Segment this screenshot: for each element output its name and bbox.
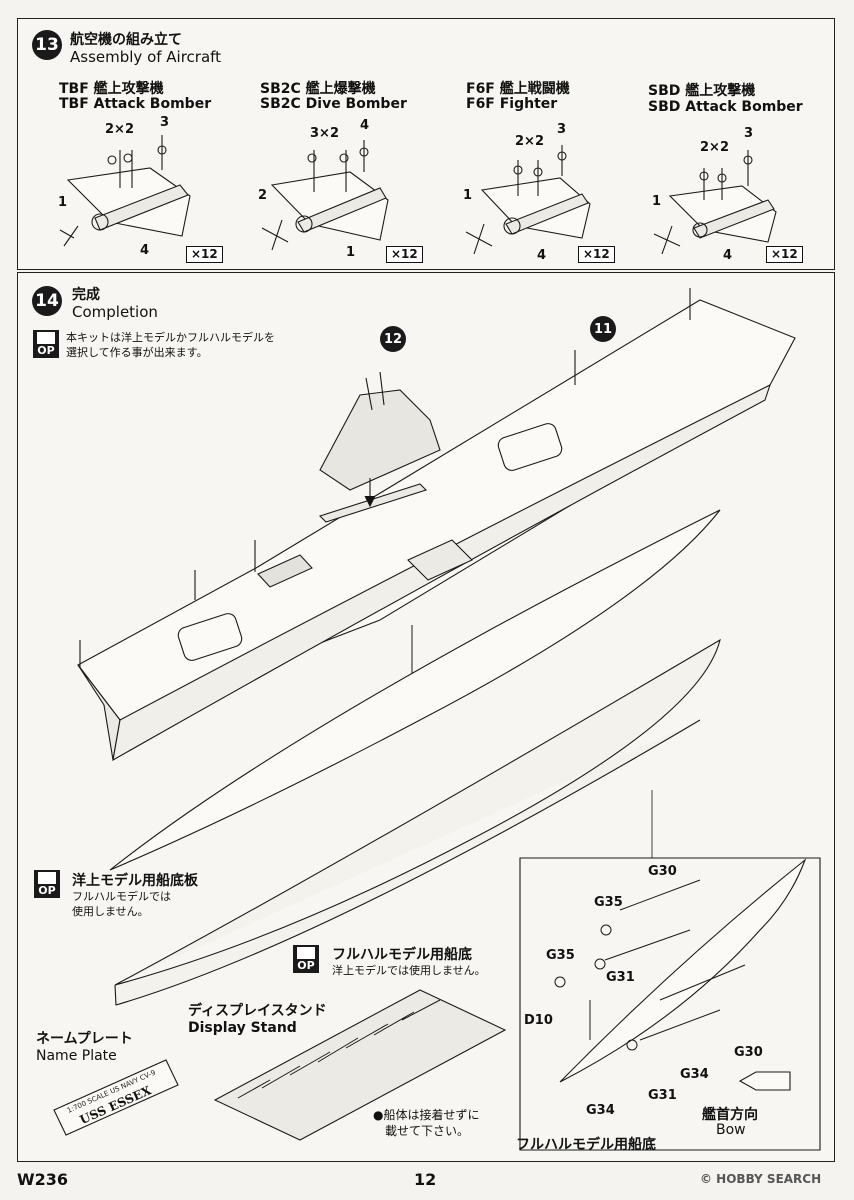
step13-title-jp: 航空機の組み立て bbox=[70, 32, 182, 48]
step13-number: 13 bbox=[32, 30, 62, 60]
aircraft-4-drawing bbox=[653, 150, 777, 255]
aircraft-2-qty: ×12 bbox=[386, 246, 423, 263]
inset-part-g34-right: G34 bbox=[680, 1067, 709, 1082]
aircraft-3-label-d: 4 bbox=[537, 248, 547, 263]
inset-part-g34-bottom: G34 bbox=[586, 1103, 615, 1118]
aircraft-1-label-d: 4 bbox=[140, 243, 150, 258]
aircraft-1-name-jp: TBF 艦上攻撃機 bbox=[59, 81, 164, 97]
aircraft-4-qty: ×12 bbox=[766, 246, 803, 263]
fullhull-bottom-op-badge: OP bbox=[293, 945, 319, 973]
ref-subassembly-12: 12 bbox=[380, 326, 406, 352]
hull-note-line1: ●船体は接着せずに bbox=[373, 1108, 480, 1122]
inset-part-g30-right: G30 bbox=[734, 1045, 763, 1060]
aircraft-4-label-c: 1 bbox=[652, 194, 662, 209]
step13-title-en: Assembly of Aircraft bbox=[70, 48, 222, 66]
display-stand-title-en: Display Stand bbox=[188, 1020, 297, 1036]
waterline-plate-title: 洋上モデル用船底板 bbox=[72, 873, 198, 889]
aircraft-2-label-d: 1 bbox=[346, 245, 356, 260]
aircraft-1-name-en: TBF Attack Bomber bbox=[59, 96, 212, 112]
aircraft-2-label-a: 3×2 bbox=[310, 126, 339, 141]
step14-number: 14 bbox=[32, 286, 62, 316]
fullhull-bottom-title: フルハルモデル用船底 bbox=[332, 947, 472, 963]
aircraft-3-drawing bbox=[465, 145, 591, 255]
aircraft-1-label-b: 3 bbox=[160, 115, 170, 130]
inset-part-g31-bottom: G31 bbox=[648, 1088, 677, 1103]
option-note-line2: 選択して作る事が出来ます。 bbox=[66, 346, 208, 359]
name-plate-drawing bbox=[53, 1059, 179, 1136]
display-stand-title-jp: ディスプレイスタンド bbox=[188, 1003, 327, 1019]
aircraft-2-drawing bbox=[261, 140, 389, 251]
fullhull-inset-frame bbox=[519, 857, 821, 1151]
inset-bow-jp: 艦首方向 bbox=[702, 1107, 758, 1123]
aircraft-3-name-en: F6F Fighter bbox=[466, 96, 558, 112]
option-op-badge: OP bbox=[33, 330, 59, 358]
fullhull-bottom-drawing bbox=[114, 638, 721, 1006]
aircraft-4-name-en: SBD Attack Bomber bbox=[648, 99, 803, 115]
inset-part-d10: D10 bbox=[524, 1013, 553, 1028]
aircraft-2-label-b: 4 bbox=[360, 118, 370, 133]
waterline-plate-op-badge: OP bbox=[34, 870, 60, 898]
inset-part-g35-left: G35 bbox=[546, 948, 575, 963]
inset-bow-en: Bow bbox=[716, 1122, 746, 1138]
aircraft-1-drawing bbox=[59, 135, 191, 247]
aircraft-3-name-jp: F6F 艦上戦闘機 bbox=[466, 81, 570, 97]
footer-watermark: © HOBBY SEARCH bbox=[700, 1172, 822, 1186]
footer-page-number: 12 bbox=[414, 1170, 437, 1189]
fullhull-bottom-note: 洋上モデルでは使用しません。 bbox=[332, 964, 486, 977]
inset-part-g31-top: G31 bbox=[606, 970, 635, 985]
step14-title-jp: 完成 bbox=[72, 287, 100, 303]
waterline-plate-drawing bbox=[109, 509, 721, 871]
hull-note-line2: 載せて下さい。 bbox=[385, 1124, 470, 1138]
step14-title-en: Completion bbox=[72, 303, 158, 321]
aircraft-1-qty: ×12 bbox=[186, 246, 223, 263]
aircraft-4-label-b: 3 bbox=[744, 126, 754, 141]
display-stand-drawing bbox=[213, 989, 507, 1141]
aircraft-3-label-c: 1 bbox=[463, 188, 473, 203]
aircraft-3-label-b: 3 bbox=[557, 122, 567, 137]
waterline-plate-note-line1: フルハルモデルでは bbox=[72, 890, 171, 903]
aircraft-3-qty: ×12 bbox=[578, 246, 615, 263]
aircraft-1-label-a: 2×2 bbox=[105, 122, 134, 137]
name-plate-title-jp: ネームプレート bbox=[36, 1031, 133, 1047]
aircraft-2-label-c: 2 bbox=[258, 188, 268, 203]
inset-part-g30-top: G30 bbox=[648, 864, 677, 879]
aircraft-4-label-a: 2×2 bbox=[700, 140, 729, 155]
inset-part-g35-top: G35 bbox=[594, 895, 623, 910]
aircraft-2-name-en: SB2C Dive Bomber bbox=[260, 96, 407, 112]
carrier-hull-drawing bbox=[77, 288, 796, 762]
aircraft-4-name-jp: SBD 艦上攻撃機 bbox=[648, 83, 756, 99]
aircraft-1-label-c: 1 bbox=[58, 195, 68, 210]
ref-subassembly-11: 11 bbox=[590, 316, 616, 342]
waterline-plate-note-line2: 使用しません。 bbox=[72, 905, 149, 918]
footer-code: W236 bbox=[17, 1170, 69, 1189]
aircraft-2-name-jp: SB2C 艦上爆撃機 bbox=[260, 81, 376, 97]
aircraft-4-label-d: 4 bbox=[723, 248, 733, 263]
name-plate-title-en: Name Plate bbox=[36, 1048, 117, 1064]
option-note-line1: 本キットは洋上モデルかフルハルモデルを bbox=[66, 331, 275, 344]
inset-caption: フルハルモデル用船底 bbox=[516, 1137, 656, 1153]
aircraft-3-label-a: 2×2 bbox=[515, 134, 544, 149]
